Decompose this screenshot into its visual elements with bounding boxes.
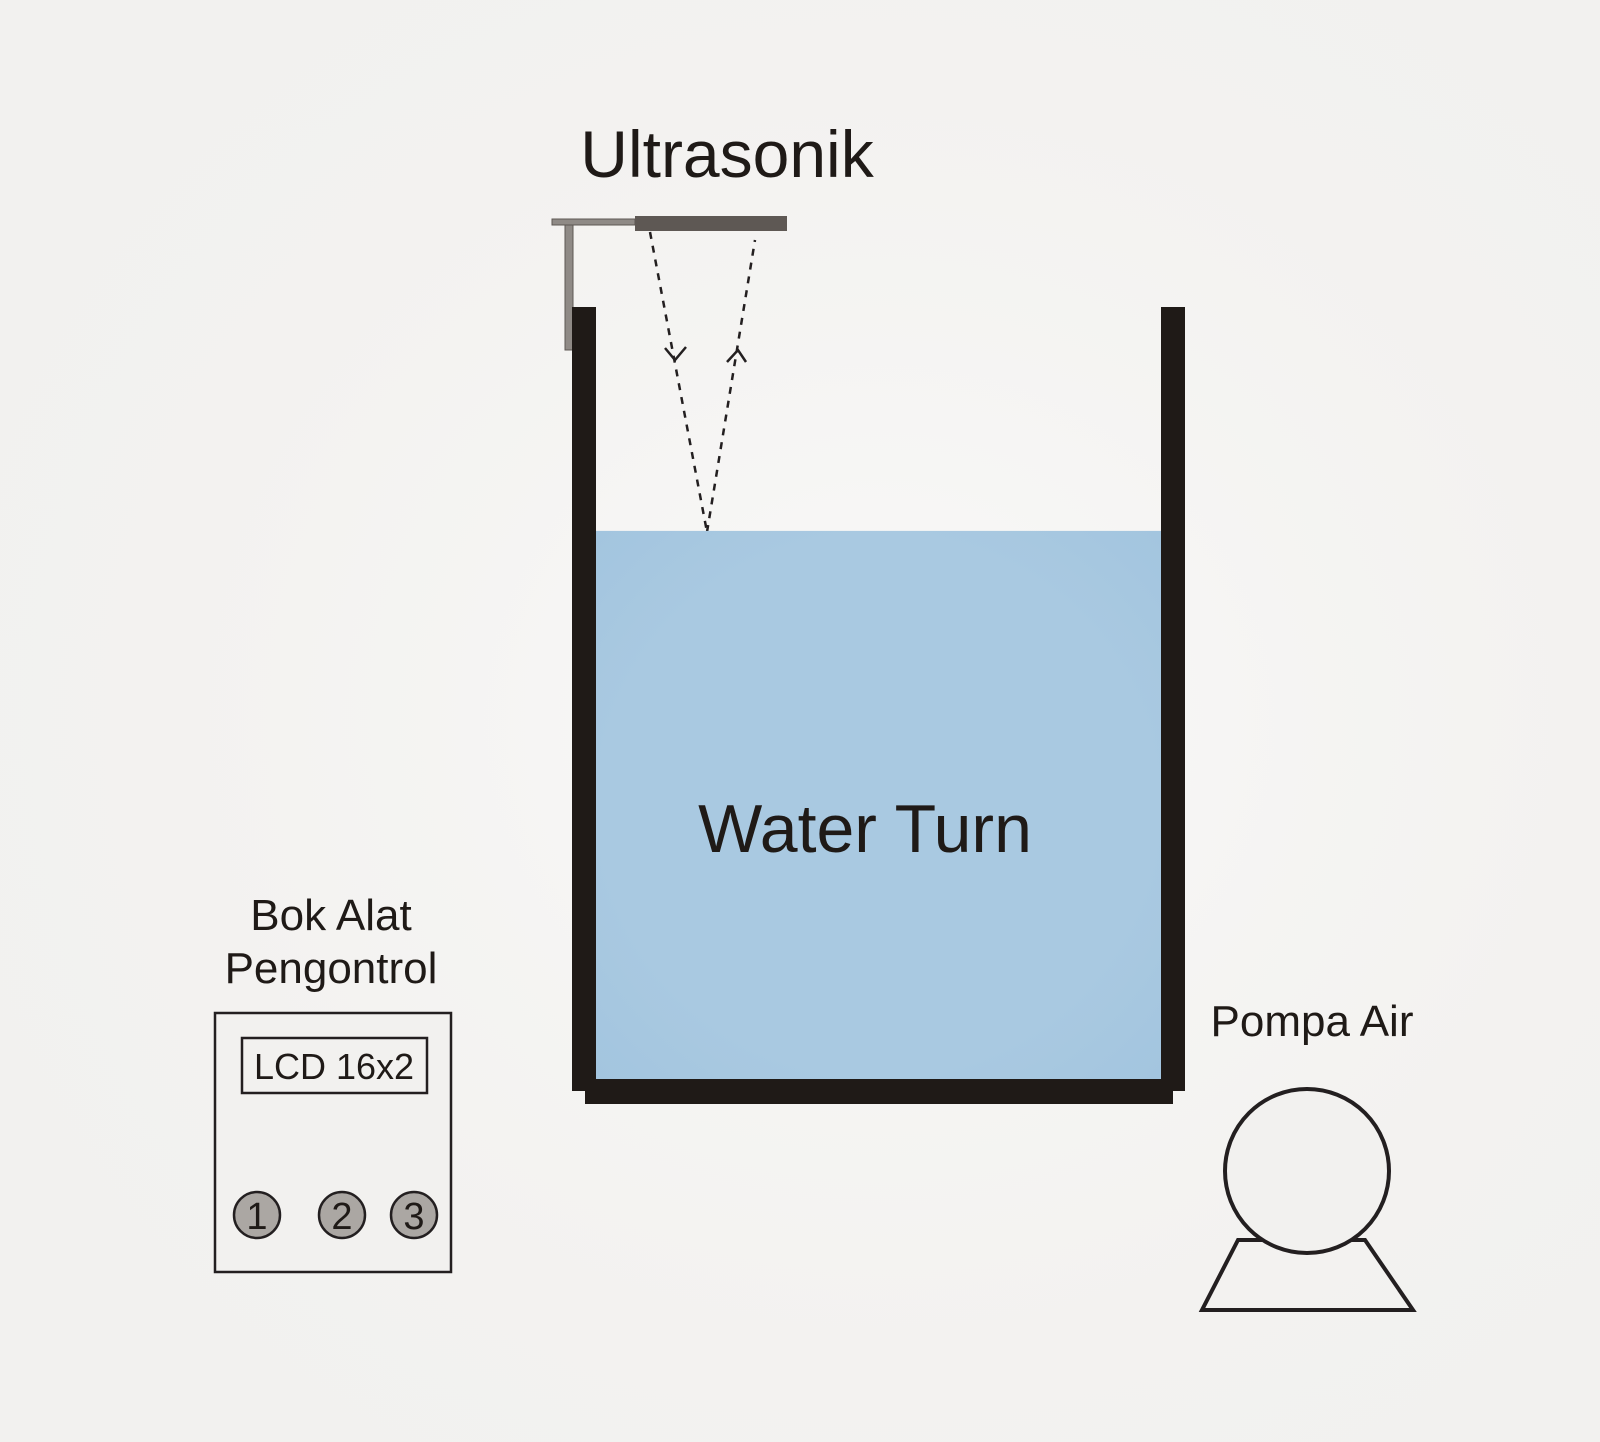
button-1[interactable]: 1	[232, 1190, 282, 1240]
lcd-display	[240, 1036, 429, 1095]
pump-body	[1223, 1087, 1391, 1255]
water	[596, 530, 1161, 1079]
tank-label: Water Turn	[698, 791, 1032, 867]
lcd-label: LCD 16x2	[254, 1046, 414, 1087]
button-2-label: 2	[331, 1196, 352, 1238]
emitted-beam	[648, 231, 709, 533]
tank-bottom	[585, 1079, 1173, 1104]
tank-left-wall	[572, 307, 596, 1091]
button-3[interactable]: 3	[389, 1190, 439, 1240]
controller-label-line2: Pengontrol	[225, 944, 438, 993]
down-arrow-icon	[664, 346, 687, 362]
controller-buttons: 1 2 3	[232, 1190, 439, 1240]
button-2[interactable]: 2	[317, 1190, 367, 1240]
controller-label-line1: Bok Alat	[250, 891, 411, 940]
up-arrow-icon	[726, 347, 748, 363]
button-3-label: 3	[403, 1196, 424, 1238]
pump-label: Pompa Air	[1211, 997, 1414, 1046]
sensor-label: Ultrasonik	[580, 117, 874, 191]
ultrasonic-beams	[648, 231, 757, 533]
water-tank	[572, 307, 1185, 1104]
tank-right-wall	[1161, 307, 1185, 1091]
button-1-label: 1	[246, 1196, 267, 1238]
ultrasonic-sensor	[635, 216, 787, 231]
water-pump-icon	[1198, 1087, 1417, 1312]
